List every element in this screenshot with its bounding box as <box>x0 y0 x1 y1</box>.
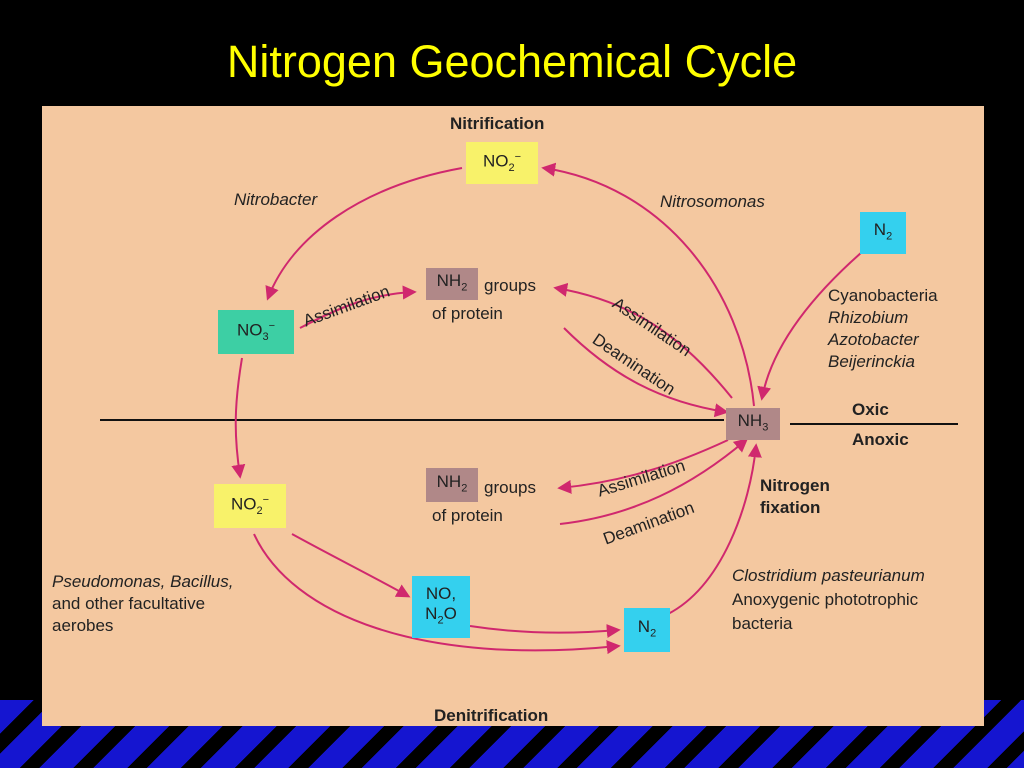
arrow-ammonia-assimilation-lower <box>557 439 729 494</box>
nitrobacter-label: Nitrobacter <box>234 190 318 209</box>
fixers-beijerinckia-label: Beijerinckia <box>828 352 915 371</box>
oxic-label: Oxic <box>852 400 889 419</box>
groups-label-upper: groups <box>484 276 536 295</box>
denitrification-label: Denitrification <box>434 706 549 725</box>
arrow-nitrosomonas <box>541 162 755 407</box>
fixers-rhizobium-label: Rhizobium <box>828 308 909 327</box>
anoxic-fixers-label-line3: bacteria <box>732 614 793 633</box>
arrow-nitrate-to-nitrite <box>231 357 246 479</box>
slide-title: Nitrogen Geochemical Cycle <box>226 36 798 87</box>
arrow-nitrate-assimilation <box>299 285 417 329</box>
nitrification-label: Nitrification <box>450 114 545 133</box>
arrow-fixation-oxic <box>757 251 863 401</box>
nitrate-box: NO3− <box>218 310 294 354</box>
cycle-arrows <box>100 162 958 655</box>
nitric-nitrous-oxide-box: NO, N2O <box>412 576 470 638</box>
arrow-nitrite-to-n2 <box>253 533 621 655</box>
anoxic-fixers-label-line2: Anoxygenic phototrophic <box>732 590 919 609</box>
of-protein-label-upper: of protein <box>432 304 503 323</box>
nitrogen-fixation-label-line1: Nitrogen <box>760 476 830 495</box>
ammonia-box: NH3 <box>726 408 780 440</box>
nitrogen-fixation-label-line2: fixation <box>760 498 821 517</box>
anoxic-label: Anoxic <box>852 430 909 449</box>
nitrosomonas-label: Nitrosomonas <box>660 192 765 211</box>
arrow-ammonia-assimilation-upper <box>553 282 733 399</box>
arrow-deamination-lower <box>559 438 749 525</box>
arrow-fixation-anoxic <box>667 443 762 615</box>
dinitrogen-box-top: N2 <box>860 212 906 254</box>
nitrite-box-bottom: NO2− <box>214 484 286 528</box>
arrow-no-to-n2 <box>469 623 621 638</box>
groups-label-lower: groups <box>484 478 536 497</box>
anoxic-fixers-label-line1: Clostridium pasteurianum <box>732 566 925 585</box>
fixers-azotobacter-label: Azotobacter <box>828 330 919 349</box>
denitrifiers-label-line1: Pseudomonas, Bacillus, <box>52 572 234 591</box>
of-protein-label-lower: of protein <box>432 506 503 525</box>
dinitrogen-box-bottom: N2 <box>624 608 670 652</box>
arrow-deamination-upper <box>563 327 729 418</box>
nitrite-box-top: NO2− <box>466 142 538 184</box>
denitrifiers-label-line2: and other facultative <box>52 594 206 613</box>
fixers-cyanobacteria-label: Cyanobacteria <box>828 286 938 305</box>
nitrogen-cycle-diagram: Nitrification Denitrification Nitrogen f… <box>42 106 984 726</box>
amino-group-box-lower: NH2 <box>426 468 478 502</box>
arrow-nitrite-to-no <box>291 533 411 598</box>
denitrifiers-label-line3: aerobes <box>52 616 114 635</box>
arrow-nitrobacter <box>265 167 463 301</box>
amino-group-box-upper: NH2 <box>426 268 478 300</box>
